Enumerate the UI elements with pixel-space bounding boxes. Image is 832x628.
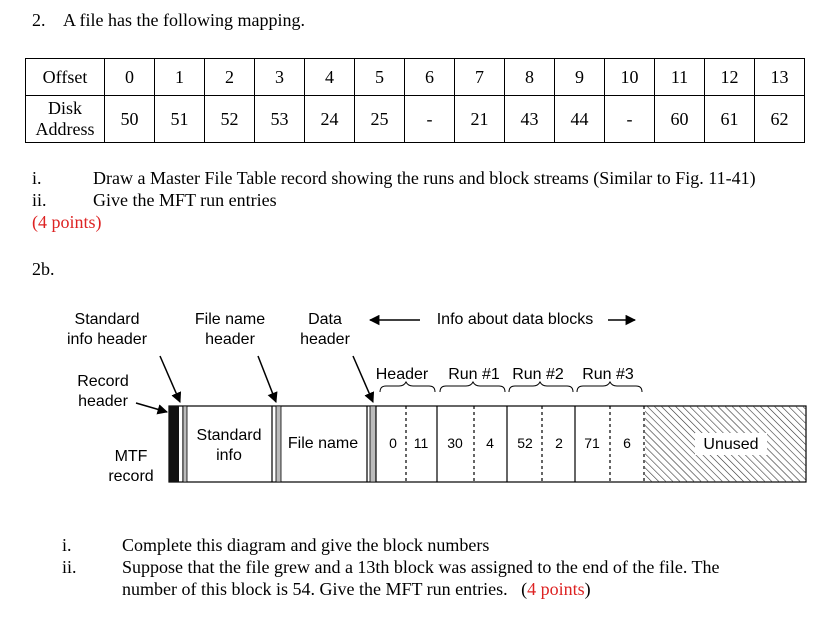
part-b-item-text: Complete this diagram and give the block…: [122, 535, 490, 555]
header-value: 11: [414, 435, 429, 451]
offset-cell: 7: [454, 58, 505, 96]
record-header-label: header: [78, 393, 128, 410]
mapping-table: Offset 0 1 2 3 4 5 6 7 8 9 10 11 12 13 D…: [25, 58, 805, 143]
data-header-label: header: [300, 331, 350, 348]
disk-address-cell: 43: [504, 95, 555, 143]
offset-cell: 9: [554, 58, 605, 96]
file-name-header-label: header: [205, 331, 255, 348]
offset-cell: 12: [704, 58, 755, 96]
disk-address-cell: 52: [204, 95, 255, 143]
offset-cell: 3: [254, 58, 305, 96]
standard-info-label: Standard: [197, 427, 262, 444]
pointer-arrow-icon: [352, 355, 375, 403]
disk-label-line2: Address: [35, 119, 95, 139]
offset-label: Offset: [25, 58, 105, 96]
part-b-label: 2b.: [32, 259, 55, 279]
run-brace: [439, 380, 506, 393]
run-brace: [508, 380, 574, 393]
mft-record-diagram: Standard info header File name header Da…: [67, 311, 807, 485]
offset-cell: 1: [154, 58, 205, 96]
question-number: 2.: [32, 10, 46, 30]
run-count-value: 6: [623, 435, 631, 451]
part-b-points-close: ): [584, 579, 591, 599]
part-a-item-num: ii.: [32, 190, 47, 210]
offset-cell: 2: [204, 58, 255, 96]
part-b-item-num: ii.: [62, 557, 77, 577]
unused-label-bg: [695, 433, 767, 455]
run-header-label: Header: [376, 366, 429, 383]
offset-row: Offset 0 1 2 3 4 5 6 7 8 9 10 11 12 13: [25, 58, 805, 96]
disk-address-cell: 60: [654, 95, 705, 143]
run-start-value: 52: [517, 435, 533, 451]
offset-cell: 10: [604, 58, 655, 96]
run-label: Run #1: [448, 366, 500, 383]
run-brace: [379, 380, 436, 393]
disk-address-cell: -: [404, 95, 455, 143]
file-name-header-bar: [275, 405, 282, 483]
file-name-header-label: File name: [195, 311, 265, 328]
pointer-arrow-icon: [257, 355, 278, 403]
disk-label-line1: Disk: [47, 98, 82, 118]
unused-label: Unused: [703, 436, 758, 453]
part-a-item-num: i.: [32, 168, 42, 188]
standard-info-header-label: info header: [67, 331, 148, 348]
disk-address-cell: 21: [454, 95, 505, 143]
disk-address-cell: 62: [754, 95, 805, 143]
record-header-arrow-icon: [135, 402, 169, 415]
disk-address-cell: 61: [704, 95, 755, 143]
run-brace: [576, 380, 643, 393]
standard-info-header-label: Standard: [75, 311, 140, 328]
file-name-label: File name: [288, 435, 358, 452]
offset-cell: 11: [654, 58, 705, 96]
part-b-item-num: i.: [62, 535, 72, 555]
run-label: Run #2: [512, 366, 564, 383]
part-a-item-text: Give the MFT run entries: [93, 190, 277, 210]
info-about-data-blocks-label: Info about data blocks: [437, 311, 594, 328]
offset-cell: 5: [354, 58, 405, 96]
part-b-points: 4 points: [527, 579, 585, 599]
run-start-value: 30: [447, 435, 463, 451]
disk-address-cell: 50: [104, 95, 155, 143]
part-a-points: (4 points): [32, 212, 102, 232]
header-value: 0: [389, 435, 397, 451]
run-label: Run #3: [582, 366, 634, 383]
offset-cell: 6: [404, 58, 455, 96]
disk-address-cell: 51: [154, 95, 205, 143]
part-b-item2-line2: number of this block is 54. Give the MFT…: [122, 579, 508, 599]
disk-address-cell: -: [604, 95, 655, 143]
question-text: A file has the following mapping.: [63, 10, 305, 30]
run-count-value: 4: [486, 435, 494, 451]
mtf-record-label: MTF: [115, 448, 148, 465]
standard-info-label: info: [216, 447, 242, 464]
disk-address-cell: 53: [254, 95, 305, 143]
disk-address-cell: 24: [304, 95, 355, 143]
mtf-record-label: record: [108, 468, 153, 485]
data-header-label: Data: [308, 311, 342, 328]
run-count-value: 2: [555, 435, 563, 451]
disk-address-cell: 25: [354, 95, 405, 143]
offset-cell: 13: [754, 58, 805, 96]
pointer-arrow-icon: [159, 355, 182, 403]
part-b-points-open: (: [521, 579, 528, 599]
offset-cell: 8: [504, 58, 555, 96]
record-header-label: Record: [77, 373, 129, 390]
offset-cell: 0: [104, 58, 155, 96]
run-start-value: 71: [584, 435, 600, 451]
offset-cell: 4: [304, 58, 355, 96]
standard-info-header-bar: [182, 405, 188, 483]
part-b-item-text-continued: number of this block is 54. Give the MFT…: [122, 579, 591, 600]
data-header-bar: [369, 405, 377, 483]
part-a-item-text: Draw a Master File Table record showing …: [93, 168, 756, 188]
record-header-block: [169, 406, 179, 482]
disk-address-cell: 44: [554, 95, 605, 143]
part-b-item-text: Suppose that the file grew and a 13th bl…: [122, 557, 720, 577]
